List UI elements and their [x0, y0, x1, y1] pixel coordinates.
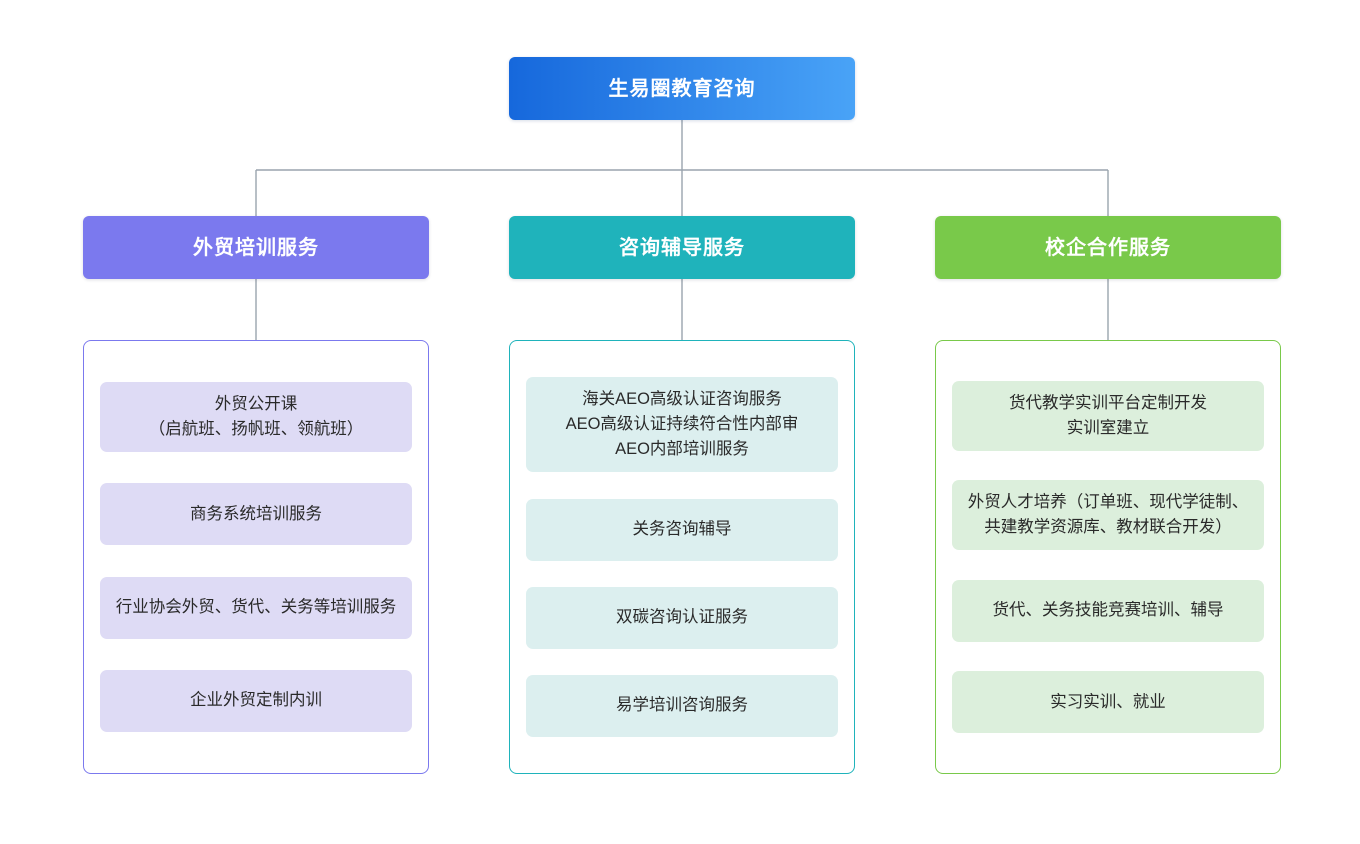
leaf-label: 易学培训咨询服务	[616, 696, 748, 715]
branch-column-training: 外贸培训服务 外贸公开课 （启航班、扬帆班、领航班） 商务系统培训服务 行业协会…	[83, 216, 429, 774]
root-node-label: 生易圈教育咨询	[608, 77, 756, 100]
leaf-item[interactable]: 海关AEO高级认证咨询服务 AEO高级认证持续符合性内部审 AEO内部培训服务	[526, 377, 838, 473]
leaf-item[interactable]: 企业外贸定制内训	[100, 669, 412, 732]
leaf-label: 外贸人才培养（订单班、现代学徒制、共建教学资源库、教材联合开发）	[967, 493, 1249, 537]
leaf-item[interactable]: 外贸公开课 （启航班、扬帆班、领航班）	[100, 382, 412, 453]
leaf-item[interactable]: 易学培训咨询服务	[526, 674, 838, 737]
leaf-label: 关务咨询辅导	[632, 519, 732, 538]
leaf-label: 外贸公开课 （启航班、扬帆班、领航班）	[148, 395, 364, 439]
branch-column-consulting: 咨询辅导服务 海关AEO高级认证咨询服务 AEO高级认证持续符合性内部审 AEO…	[509, 216, 855, 774]
leaf-container-school-enterprise: 货代教学实训平台定制开发 实训室建立 外贸人才培养（订单班、现代学徒制、共建教学…	[935, 340, 1281, 774]
leaf-item[interactable]: 关务咨询辅导	[526, 498, 838, 561]
leaf-label: 实习实训、就业	[1050, 692, 1166, 711]
branch-column-school-enterprise: 校企合作服务 货代教学实训平台定制开发 实训室建立 外贸人才培养（订单班、现代学…	[935, 216, 1281, 774]
leaf-item[interactable]: 行业协会外贸、货代、关务等培训服务	[100, 576, 412, 639]
leaf-label: 行业协会外贸、货代、关务等培训服务	[115, 598, 397, 617]
leaf-container-training: 外贸公开课 （启航班、扬帆班、领航班） 商务系统培训服务 行业协会外贸、货代、关…	[83, 340, 429, 774]
leaf-label: 货代、关务技能竞赛培训、辅导	[992, 601, 1224, 620]
leaf-container-consulting: 海关AEO高级认证咨询服务 AEO高级认证持续符合性内部审 AEO内部培训服务 …	[509, 340, 855, 774]
leaf-label: 双碳咨询认证服务	[616, 608, 748, 627]
branch-header-label: 校企合作服务	[1045, 236, 1171, 259]
branch-header-label: 外贸培训服务	[193, 236, 319, 259]
branch-header-school-enterprise[interactable]: 校企合作服务	[935, 216, 1281, 279]
leaf-item[interactable]: 双碳咨询认证服务	[526, 586, 838, 649]
root-node[interactable]: 生易圈教育咨询	[509, 57, 855, 120]
leaf-label: 企业外贸定制内训	[190, 691, 322, 710]
leaf-label: 货代教学实训平台定制开发 实训室建立	[1009, 393, 1207, 437]
leaf-label: 海关AEO高级认证咨询服务 AEO高级认证持续符合性内部审 AEO内部培训服务	[565, 390, 799, 459]
branch-header-training[interactable]: 外贸培训服务	[83, 216, 429, 279]
branch-header-consulting[interactable]: 咨询辅导服务	[509, 216, 855, 279]
leaf-item[interactable]: 外贸人才培养（订单班、现代学徒制、共建教学资源库、教材联合开发）	[952, 480, 1264, 551]
leaf-item[interactable]: 货代教学实训平台定制开发 实训室建立	[952, 380, 1264, 451]
leaf-item[interactable]: 实习实训、就业	[952, 671, 1264, 734]
leaf-item[interactable]: 货代、关务技能竞赛培训、辅导	[952, 579, 1264, 642]
leaf-label: 商务系统培训服务	[190, 504, 322, 523]
branch-header-label: 咨询辅导服务	[619, 236, 745, 259]
leaf-item[interactable]: 商务系统培训服务	[100, 483, 412, 546]
